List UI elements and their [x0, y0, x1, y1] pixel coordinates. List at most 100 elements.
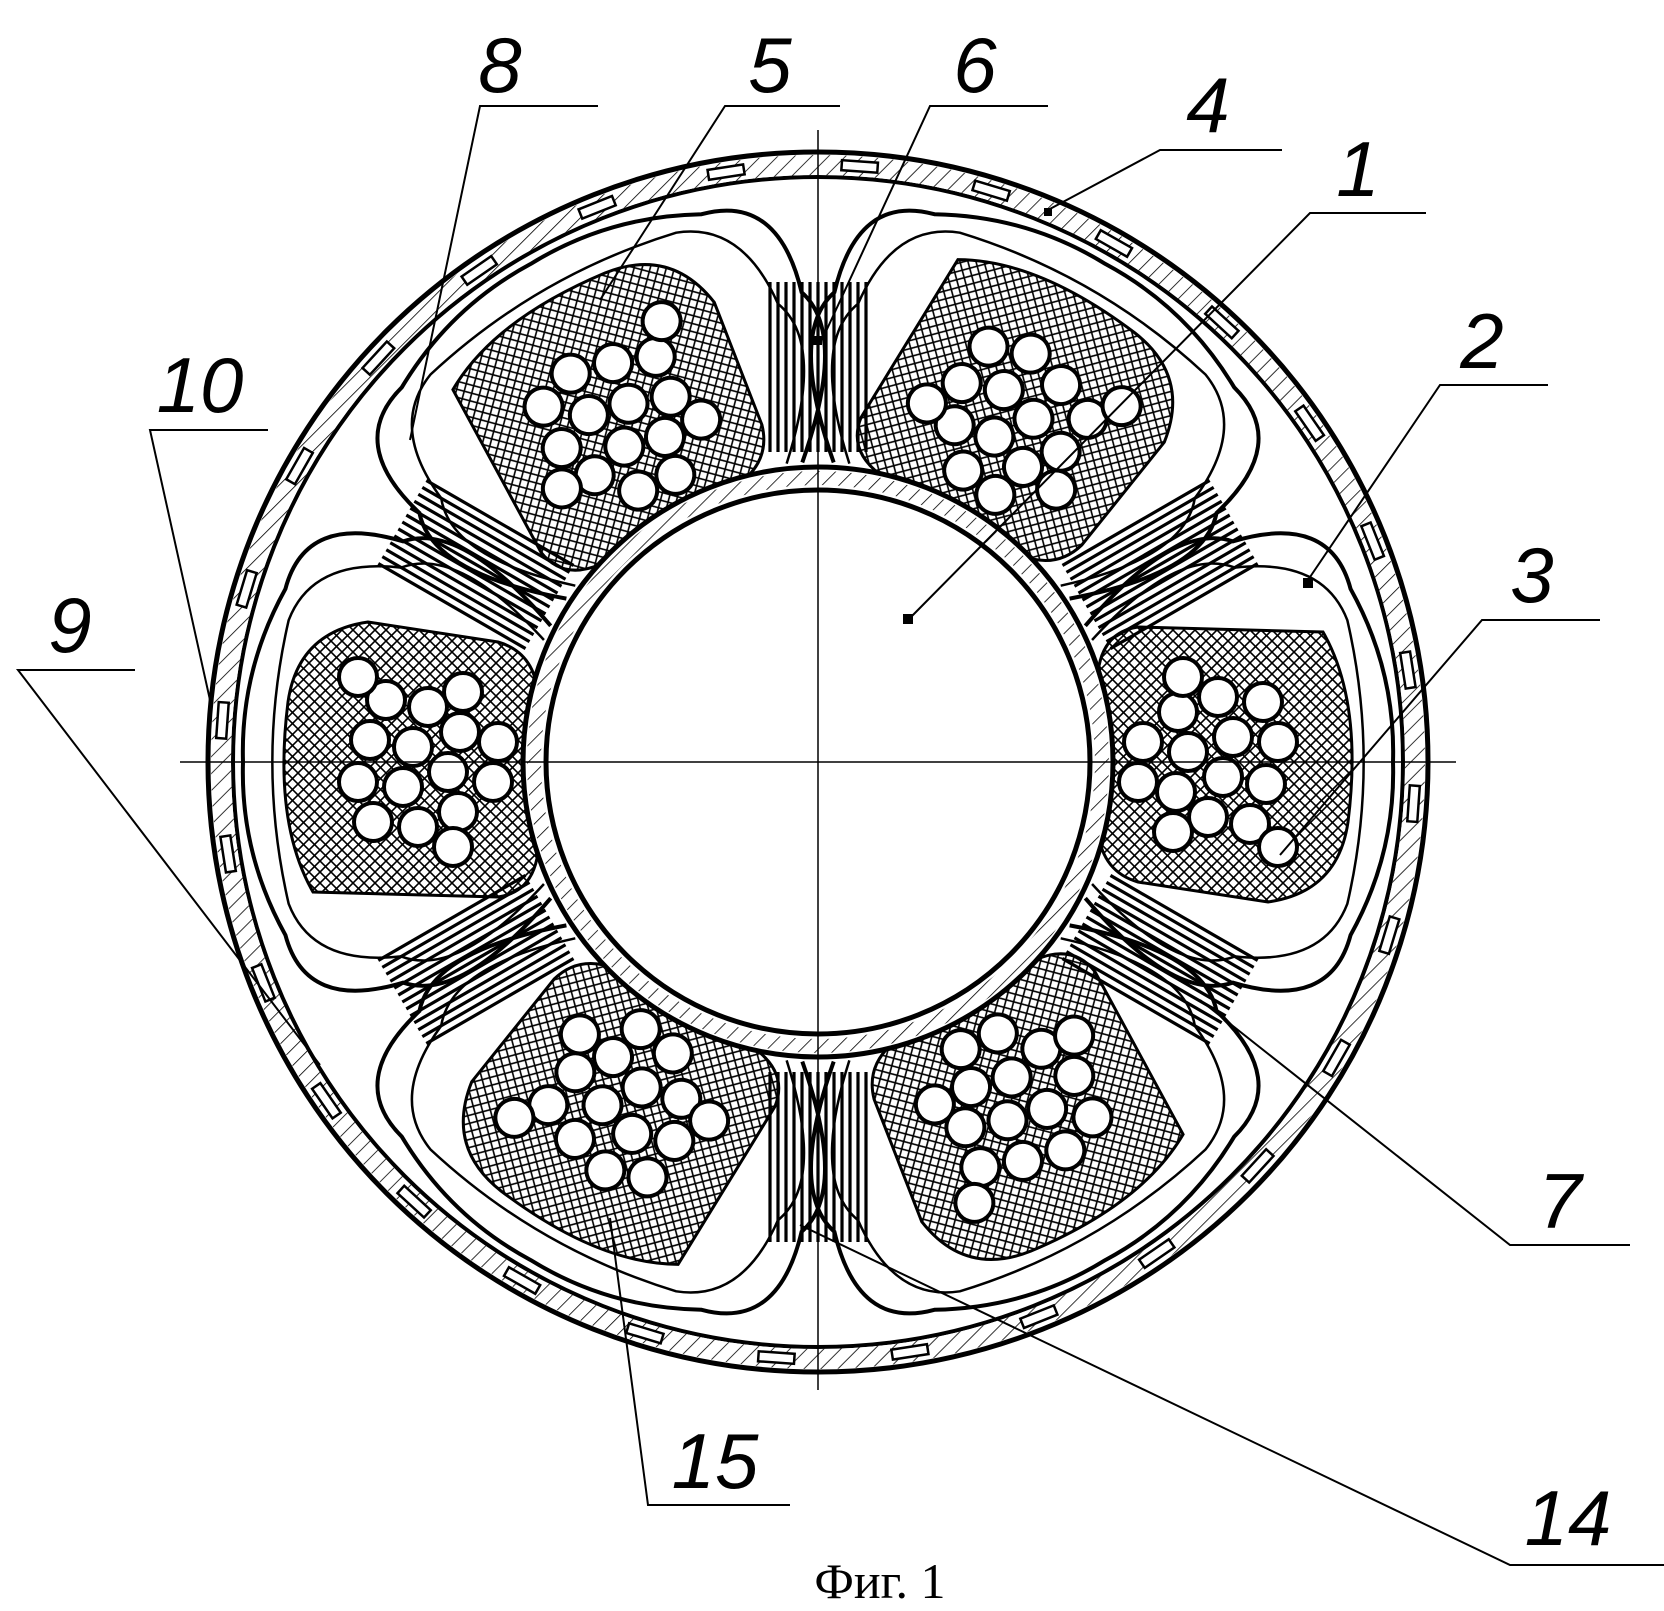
callout-4: 4: [1186, 61, 1229, 149]
conductor-circle: [554, 1051, 597, 1094]
wire-line: [409, 929, 559, 1018]
wire-line: [397, 908, 547, 997]
conductor-circle: [439, 711, 481, 753]
conductor-circle: [592, 342, 635, 385]
wire-line: [417, 492, 567, 581]
sheath-strip: [706, 162, 747, 182]
conductor-bundle: [870, 952, 1185, 1261]
conductor-circle: [654, 453, 697, 496]
conductor-circle: [397, 806, 439, 848]
wire-line: [393, 901, 543, 990]
wire-line: [1061, 957, 1211, 1045]
conductor-circle: [1100, 385, 1143, 428]
conductor-circle: [607, 382, 650, 425]
callout-7: 7: [1538, 1157, 1584, 1245]
conductor-circle: [940, 362, 983, 405]
wire-line: [1061, 479, 1211, 567]
conductor-circle: [1202, 756, 1244, 798]
conductor-circle: [437, 791, 479, 833]
conductor-circle: [942, 449, 985, 492]
wire-line: [1065, 485, 1215, 574]
conductor-circle: [442, 671, 484, 713]
wire-pack: [768, 1072, 868, 1242]
marker-dot-4: [1044, 208, 1052, 216]
wire-line: [1105, 880, 1255, 969]
conductor-circle: [973, 415, 1016, 458]
conductor-circle: [1001, 1139, 1044, 1182]
wire-line: [1105, 555, 1255, 644]
conductor-circle: [1001, 445, 1044, 488]
sheath-strip: [214, 700, 231, 740]
wire-line: [1077, 506, 1227, 595]
wire-packs: [377, 282, 1259, 1242]
callout-15: 15: [672, 1417, 759, 1505]
conductor-circle: [634, 335, 677, 378]
conductor-circle: [349, 719, 391, 761]
callout-10: 10: [157, 341, 244, 429]
sheath-strip: [624, 1321, 666, 1345]
wire-line: [385, 548, 535, 637]
conductor-circle: [1167, 731, 1209, 773]
conductor-circle: [337, 656, 379, 698]
conductor-circle: [1009, 332, 1052, 375]
conductor-circle: [365, 679, 407, 721]
marker-dot-1: [903, 614, 913, 624]
conductor-circle: [611, 1112, 654, 1155]
sheath-strip: [395, 1184, 433, 1220]
callout-3: 3: [1510, 531, 1553, 619]
conductor-circle: [432, 826, 474, 868]
conductor-circle: [651, 1032, 694, 1075]
wire-line: [393, 534, 543, 623]
conductor-circle: [959, 1146, 1002, 1189]
sheath-strip: [1094, 228, 1134, 259]
conductor-circle: [619, 1008, 662, 1051]
wire-line: [1085, 520, 1235, 609]
conductor-bundle: [282, 620, 540, 899]
wire-line: [377, 874, 527, 962]
conductor-circle: [558, 1013, 601, 1056]
callout-6: 6: [953, 21, 997, 109]
conductor-circle: [976, 1012, 1019, 1055]
conductor-circle: [653, 1119, 696, 1162]
conductor-circle: [982, 369, 1025, 412]
conductor-circle: [1155, 771, 1197, 813]
conductor-circle: [352, 801, 394, 843]
conductor-circle: [1117, 761, 1159, 803]
conductor-circle: [1053, 1014, 1096, 1057]
sheath-strip: [1398, 650, 1418, 691]
figure-caption: Фиг. 1: [814, 1553, 945, 1609]
conductor-circle: [1162, 656, 1204, 698]
conductor-circle: [407, 686, 449, 728]
conductor-circle: [990, 1056, 1033, 1099]
wire-line: [389, 894, 539, 983]
conductor-circle: [1229, 803, 1271, 845]
wire-pack: [1061, 479, 1259, 650]
wire-line: [1097, 541, 1247, 630]
sheath-strip: [1293, 403, 1326, 443]
wire-line: [1093, 901, 1243, 990]
wire-line: [1073, 499, 1223, 588]
conductor-circle: [1152, 811, 1194, 853]
marker-dot-6: [813, 336, 822, 345]
sheath-strip: [1321, 1038, 1352, 1078]
conductor-circle: [913, 1083, 956, 1126]
conductor-circle: [939, 1028, 982, 1071]
wire-line: [417, 943, 567, 1032]
conductor-circle: [1157, 691, 1199, 733]
wire-line: [401, 520, 551, 609]
wire-line: [1081, 513, 1231, 602]
sheath-strip: [1405, 784, 1422, 824]
wire-line: [413, 936, 563, 1025]
sheath-strip: [218, 833, 238, 874]
sheath-strip: [1203, 304, 1241, 340]
callout-14: 14: [1525, 1474, 1612, 1562]
conductor-bundle: [451, 263, 766, 572]
conductor-circle: [1039, 430, 1082, 473]
wire-line: [421, 950, 571, 1039]
conductor-circle: [1187, 796, 1229, 838]
conductor-circle: [493, 1096, 536, 1139]
callout-1: 1: [1336, 125, 1379, 213]
conductor-bundle: [1096, 625, 1354, 904]
conductor-circle: [620, 1066, 663, 1109]
